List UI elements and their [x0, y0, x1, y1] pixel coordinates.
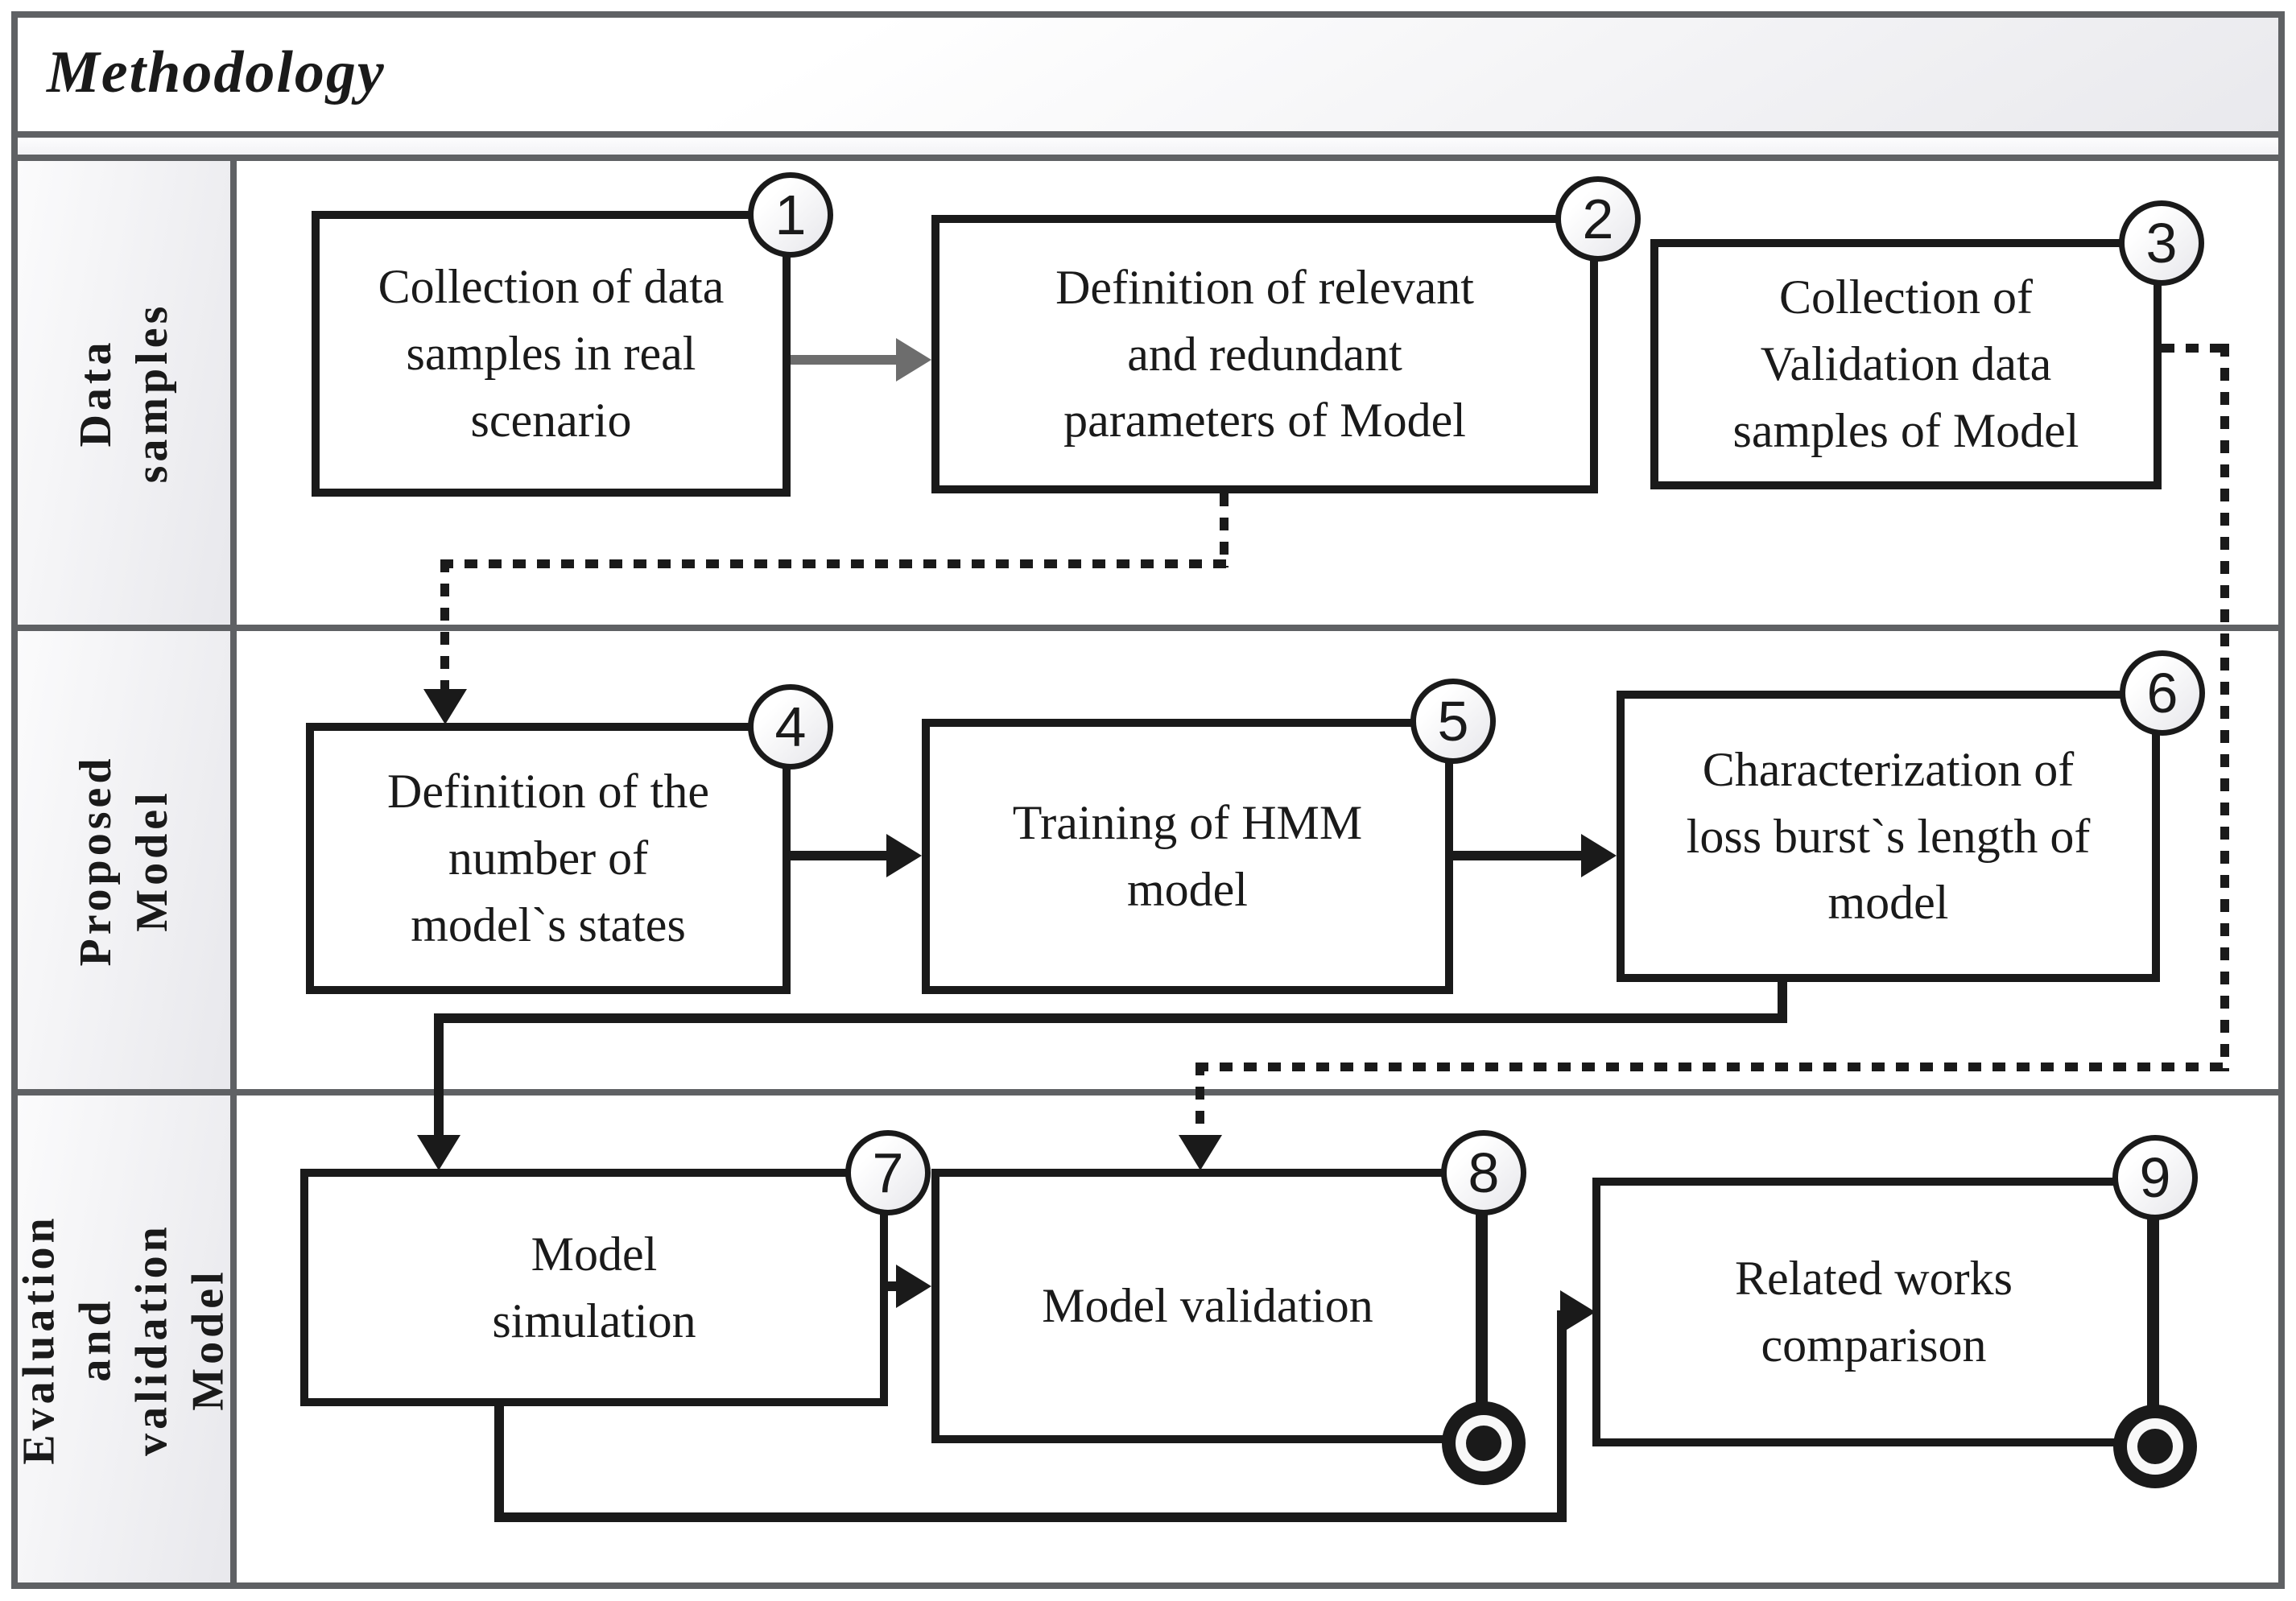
arrow-1-2-head-icon	[896, 338, 931, 382]
lane-separator-1	[11, 625, 2285, 631]
arrow-7-8-head-icon	[896, 1265, 931, 1308]
final-state-9-ring	[2127, 1418, 2183, 1475]
lane-cell-evaluation: Evaluation and validation Model	[14, 1096, 233, 1582]
step-badge-5-number: 5	[1437, 690, 1469, 753]
step-badge-7-number: 7	[872, 1141, 904, 1204]
arrow-1-2	[791, 355, 898, 365]
step-box-2: Definition of relevant and redundant par…	[931, 215, 1598, 493]
step-badge-8-number: 8	[1468, 1141, 1500, 1204]
step-badge-5: 5	[1410, 679, 1496, 764]
final-state-9-core	[2137, 1429, 2173, 1464]
step-badge-9: 9	[2112, 1135, 2198, 1220]
step-box-8-label: Model validation	[1042, 1279, 1373, 1333]
step-box-5-label: Training of HMM model	[1012, 796, 1363, 916]
arrow-4-5	[791, 851, 888, 860]
connector-6-7-v1	[1778, 980, 1787, 1023]
step-box-1-label: Collection of data samples in real scena…	[378, 260, 725, 447]
step-box-4-label: Definition of the number of model`s stat…	[387, 765, 709, 951]
lane-cell-data-samples: Data samples	[18, 161, 230, 625]
final-state-8-core	[1466, 1426, 1501, 1461]
step-badge-2: 2	[1555, 176, 1641, 262]
arrow-5-6-head-icon	[1581, 834, 1617, 877]
arrow-5-6	[1453, 851, 1583, 860]
step-box-7: Model simulation	[300, 1169, 888, 1406]
step-box-2-label: Definition of relevant and redundant par…	[1055, 260, 1474, 448]
dashed-connector-2-4-head-icon	[423, 689, 467, 724]
dashed-connector-3-8-h2	[1195, 1063, 2229, 1071]
dashed-connector-3-8-head-icon	[1179, 1135, 1222, 1170]
lane-label-proposed-model: Proposed Model	[71, 754, 177, 966]
frame-left-border	[11, 11, 18, 1589]
step-badge-9-number: 9	[2139, 1146, 2171, 1209]
connector-7-9-v2	[1557, 1310, 1567, 1522]
step-box-3: Collection of Validation data samples of…	[1650, 239, 2162, 489]
step-badge-3-number: 3	[2145, 212, 2178, 274]
title-gap-band	[18, 138, 2278, 155]
step-box-1: Collection of data samples in real scena…	[312, 211, 791, 497]
step-box-3-label: Collection of Validation data samples of…	[1732, 270, 2079, 457]
step-badge-7: 7	[845, 1130, 931, 1215]
final-state-8-ring	[1456, 1415, 1512, 1471]
step-badge-4: 4	[748, 684, 833, 770]
step-box-5: Training of HMM model	[922, 719, 1453, 994]
connector-7-9-v1	[494, 1406, 504, 1522]
lane-label-evaluation: Evaluation and validation Model	[14, 1213, 233, 1465]
frame-bottom-border	[11, 1582, 2285, 1589]
step-badge-2-number: 2	[1582, 188, 1614, 250]
step-badge-6: 6	[2120, 650, 2205, 736]
title-band	[18, 18, 2278, 131]
dashed-connector-3-8-h1	[2162, 344, 2229, 353]
lane-separator-2	[11, 1089, 2285, 1096]
connector-6-7-h	[434, 1013, 1787, 1023]
frame-top-border	[11, 11, 2285, 18]
step-badge-8: 8	[1441, 1130, 1526, 1215]
final-state-icon-9	[2113, 1405, 2197, 1488]
frame-right-border	[2278, 11, 2285, 1589]
lane-label-data-samples: Data samples	[71, 302, 177, 484]
dashed-connector-2-4-h	[440, 559, 1229, 568]
dashed-connector-2-4-v2	[440, 559, 449, 691]
step-badge-1-number: 1	[774, 184, 807, 246]
lane-cell-proposed-model: Proposed Model	[18, 631, 230, 1089]
diagram-title: Methodology	[47, 39, 386, 105]
arrow-4-5-head-icon	[886, 834, 922, 877]
step-badge-3: 3	[2119, 200, 2204, 286]
step-box-4: Definition of the number of model`s stat…	[306, 723, 791, 994]
final-state-icon-8	[1442, 1401, 1526, 1485]
step-box-6-label: Characterization of loss burst`s length …	[1686, 742, 2091, 930]
connector-6-7-v2	[434, 1013, 444, 1138]
step-box-9: Related works comparison	[1592, 1178, 2155, 1446]
badge-8-stem	[1480, 1173, 1488, 1443]
step-box-9-label: Related works comparison	[1735, 1252, 2013, 1372]
dashed-connector-3-8-v2	[1195, 1063, 1204, 1137]
dashed-connector-3-8-v1	[2220, 344, 2229, 1071]
step-badge-4-number: 4	[774, 695, 807, 758]
connector-7-9-h	[494, 1512, 1567, 1522]
step-box-6: Characterization of loss burst`s length …	[1617, 691, 2160, 982]
connector-6-7-head-icon	[417, 1135, 460, 1170]
step-badge-1: 1	[748, 172, 833, 258]
title-separator-lower	[11, 155, 2285, 161]
step-box-7-label: Model simulation	[492, 1227, 696, 1347]
step-box-8: Model validation	[931, 1169, 1484, 1443]
badge-9-stem	[2151, 1178, 2159, 1446]
title-separator-upper	[11, 131, 2285, 138]
lane-label-column-border	[230, 161, 237, 1582]
dashed-connector-2-4-v1	[1220, 493, 1229, 567]
connector-7-9-head-icon	[1560, 1290, 1596, 1334]
step-badge-6-number: 6	[2146, 662, 2178, 724]
